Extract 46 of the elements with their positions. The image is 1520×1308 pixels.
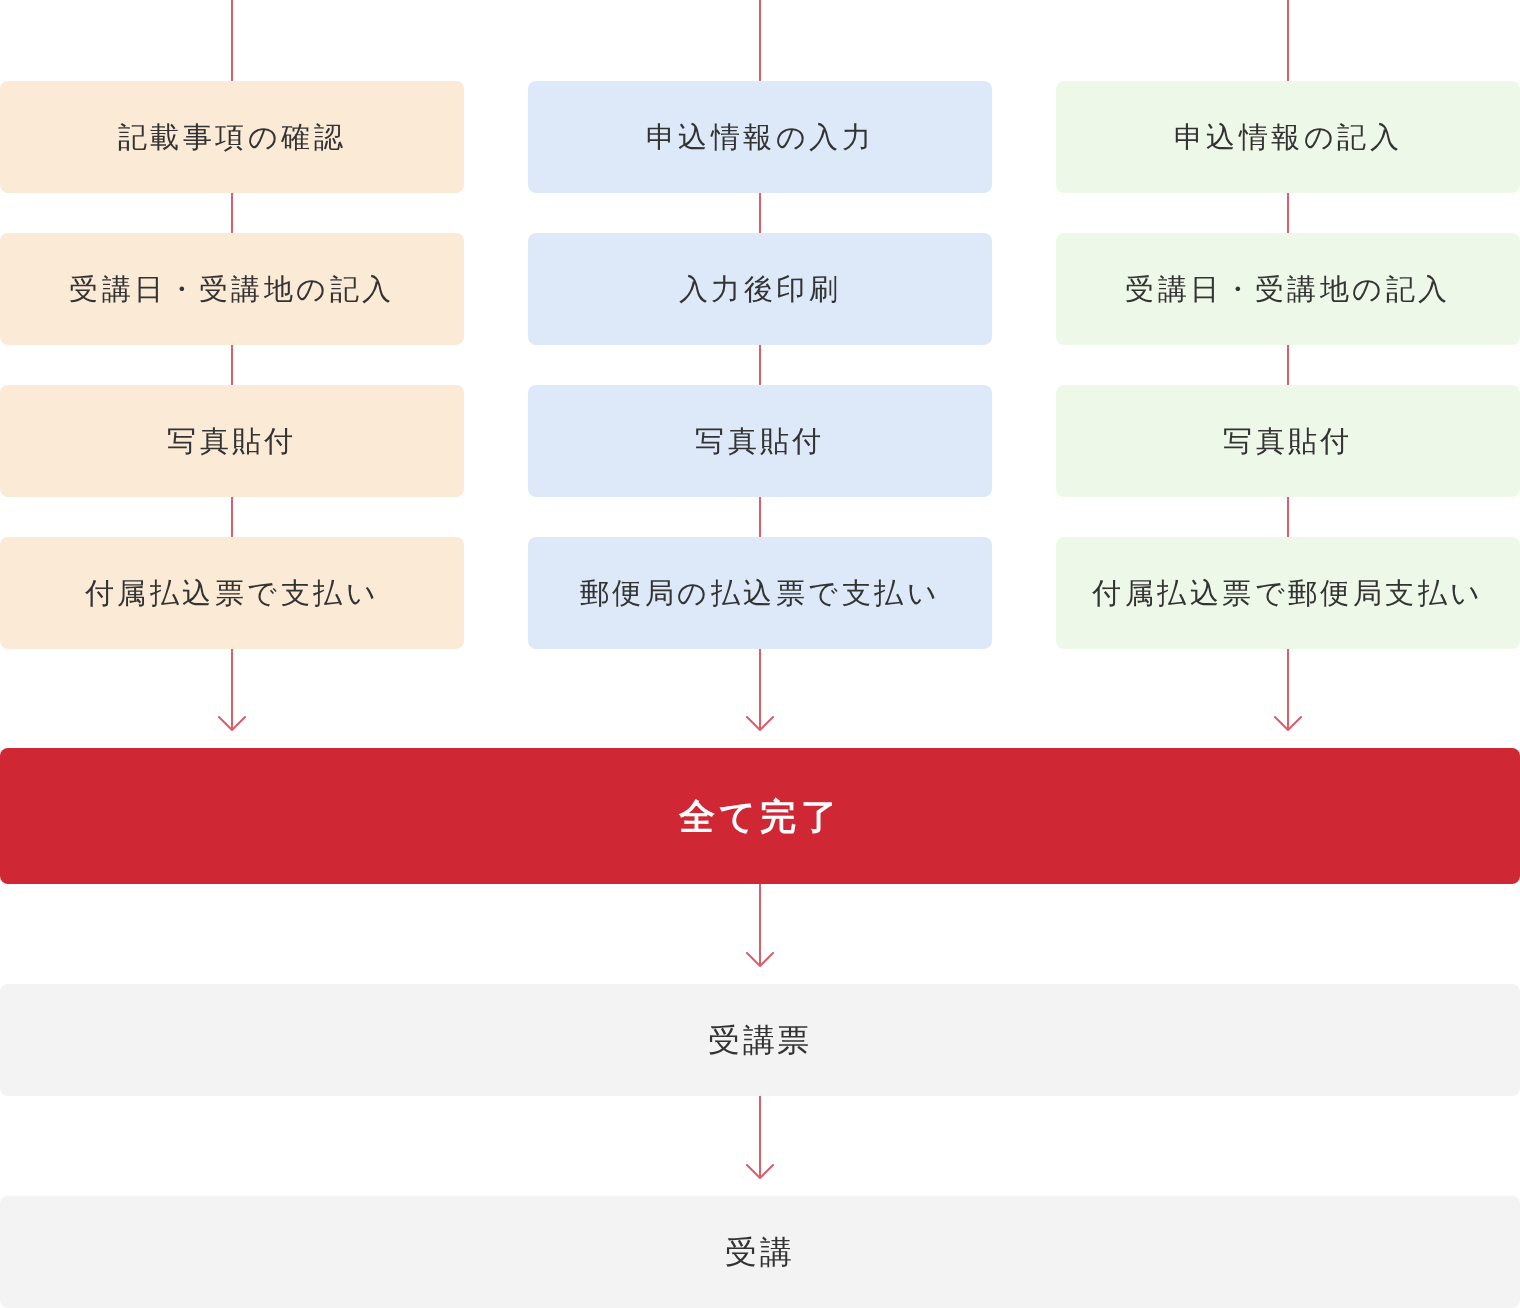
result-box <box>0 984 1520 1096</box>
process-box <box>0 385 464 497</box>
step-text: 受講日・受講地の記入 <box>69 270 395 308</box>
step-text: 全て完了 <box>678 794 842 839</box>
arrow <box>746 648 774 731</box>
connector-line <box>759 0 761 82</box>
step-text: 入力後印刷 <box>678 270 842 308</box>
step-text: 申込情報の入力 <box>645 118 875 156</box>
arrow <box>746 883 774 967</box>
connector-line <box>231 192 233 234</box>
completion-banner <box>0 748 1520 884</box>
connector-line <box>1287 192 1289 234</box>
step-text: 受講日・受講地の記入 <box>1125 270 1451 308</box>
arrow <box>746 1095 774 1179</box>
process-box <box>0 233 464 345</box>
arrow <box>218 648 246 731</box>
process-box <box>528 537 992 649</box>
step-text: 付属払込票で郵便局支払い <box>1092 574 1484 612</box>
step-text: 郵便局の払込票で支払い <box>579 574 941 612</box>
process-box <box>528 81 992 193</box>
step-text: 受講 <box>725 1232 795 1272</box>
process-box <box>0 537 464 649</box>
step-text: 付属払込票で支払い <box>84 574 380 612</box>
connector-line <box>759 344 761 386</box>
connector-line <box>1287 0 1289 82</box>
process-box <box>528 233 992 345</box>
process-box <box>528 385 992 497</box>
step-text: 申込情報の記入 <box>1173 118 1403 156</box>
connector-line <box>1287 344 1289 386</box>
connector-line <box>759 192 761 234</box>
arrow <box>1274 648 1302 731</box>
process-box <box>0 81 464 193</box>
step-text: 受講票 <box>708 1020 812 1060</box>
connector-line <box>231 344 233 386</box>
process-box <box>1056 385 1520 497</box>
step-text: 写真貼付 <box>1223 422 1353 460</box>
connector-line <box>231 0 233 82</box>
process-box <box>1056 233 1520 345</box>
connector-line <box>759 496 761 538</box>
process-box <box>1056 81 1520 193</box>
step-text: 写真貼付 <box>167 422 297 460</box>
step-text: 記載事項の確認 <box>117 118 347 156</box>
step-text: 写真貼付 <box>695 422 825 460</box>
connector-line <box>231 496 233 538</box>
connector-line <box>1287 496 1289 538</box>
process-box <box>1056 537 1520 649</box>
